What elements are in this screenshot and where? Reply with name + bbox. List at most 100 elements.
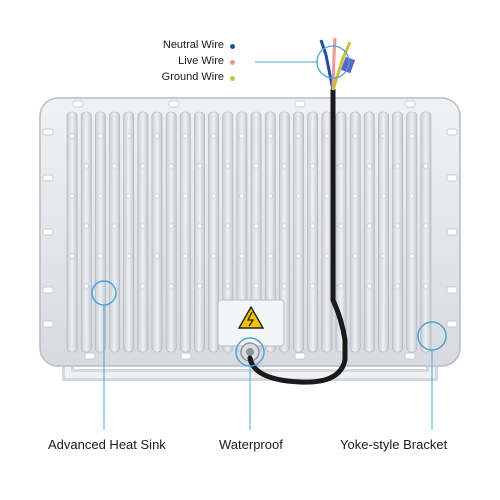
heat-sink-label: Advanced Heat Sink [48,437,166,452]
fin-hole [182,133,188,139]
wire-callout [255,45,350,79]
frame-hole [42,286,54,294]
fin-hole [168,163,174,169]
frame-hole [294,100,306,108]
heat-sink-fin [208,111,219,353]
ground-wire-dot [230,76,235,81]
waterproof-label: Waterproof [219,437,283,452]
fin-hole [97,253,103,259]
neutral-wire-label: Neutral Wire [162,39,224,51]
live-wire-label: Live Wire [178,55,224,67]
bracket-label: Yoke-style Bracket [340,437,448,452]
fin-hole [338,163,344,169]
heat-sink-fin [264,111,276,353]
frame-hole [168,100,180,108]
fin-hole [168,283,174,289]
heat-sink-fin [349,111,361,353]
fin-hole [380,133,386,139]
heat-sink-fin [222,111,234,353]
fin-hole [423,163,429,169]
heat-sink-fin [109,111,120,353]
fin-hole [239,193,245,199]
heat-sink-callout [91,280,117,430]
frame-hole [42,174,54,182]
fin-hole [83,223,89,229]
fin-hole [281,163,287,169]
heat-sink-fin [194,111,205,353]
heat-sink-fin [335,111,347,353]
junction-box [217,299,285,347]
fin-hole [310,283,316,289]
neutral-wire-dot [230,44,235,49]
fin-hole [211,193,217,199]
fin-hole [310,223,316,229]
heat-sink-fin [80,111,92,353]
frame-hole [294,352,306,360]
fin-hole [211,133,217,139]
fin-hole [267,253,273,259]
fin-hole [281,283,287,289]
fin-hole [366,283,372,289]
fin-hole [380,193,386,199]
fin-hole [253,283,259,289]
fin-hole [295,193,301,199]
fin-hole [97,133,103,139]
fin-hole [154,193,160,199]
fin-hole [83,283,89,289]
fin-hole [366,163,372,169]
fin-hole [140,163,146,169]
fin-hole [281,223,287,229]
fin-hole [324,133,330,139]
fin-hole [338,283,344,289]
fin-hole [97,193,103,199]
fin-hole [239,253,245,259]
fin-hole [267,193,273,199]
power-cable [247,87,348,385]
heat-sink-fin [406,111,418,353]
fin-hole [395,163,401,169]
fin-hole [69,253,75,259]
fin-hole [395,283,401,289]
heat-sink-fins [66,111,432,353]
fin-hole [253,163,259,169]
wire-ends [319,37,356,91]
fin-hole [126,133,132,139]
fin-hole [126,193,132,199]
fin-hole [168,223,174,229]
heat-sink-fin [321,111,333,353]
fin-hole [197,223,203,229]
fin-hole [140,283,146,289]
fin-hole [295,253,301,259]
fin-hole [366,223,372,229]
fin-hole [197,283,203,289]
fin-hole [154,253,160,259]
frame-hole [42,228,54,236]
heat-sink-fin [66,111,78,353]
fin-hole [154,133,160,139]
fin-hole [338,223,344,229]
fin-hole [423,283,429,289]
fin-hole [324,253,330,259]
fin-hole [140,223,146,229]
fin-hole [395,223,401,229]
heat-sink-fin [420,111,432,353]
fin-hole [69,193,75,199]
fin-hole [409,133,415,139]
frame-hole [404,100,416,108]
fin-hole [409,253,415,259]
frame-hole [42,320,54,328]
fin-hole [225,283,231,289]
fin-hole [225,163,231,169]
fin-hole [112,163,118,169]
waterproof-callout [235,337,265,430]
live-wire-dot [230,60,235,65]
heat-sink-fin [179,111,191,353]
ground-wire-label: Ground Wire [161,71,224,83]
fin-hole [352,133,358,139]
fin-hole [352,253,358,259]
fin-hole [295,133,301,139]
bracket-callout [417,321,447,430]
frame-hole [72,100,84,108]
frame-hole [446,128,458,136]
